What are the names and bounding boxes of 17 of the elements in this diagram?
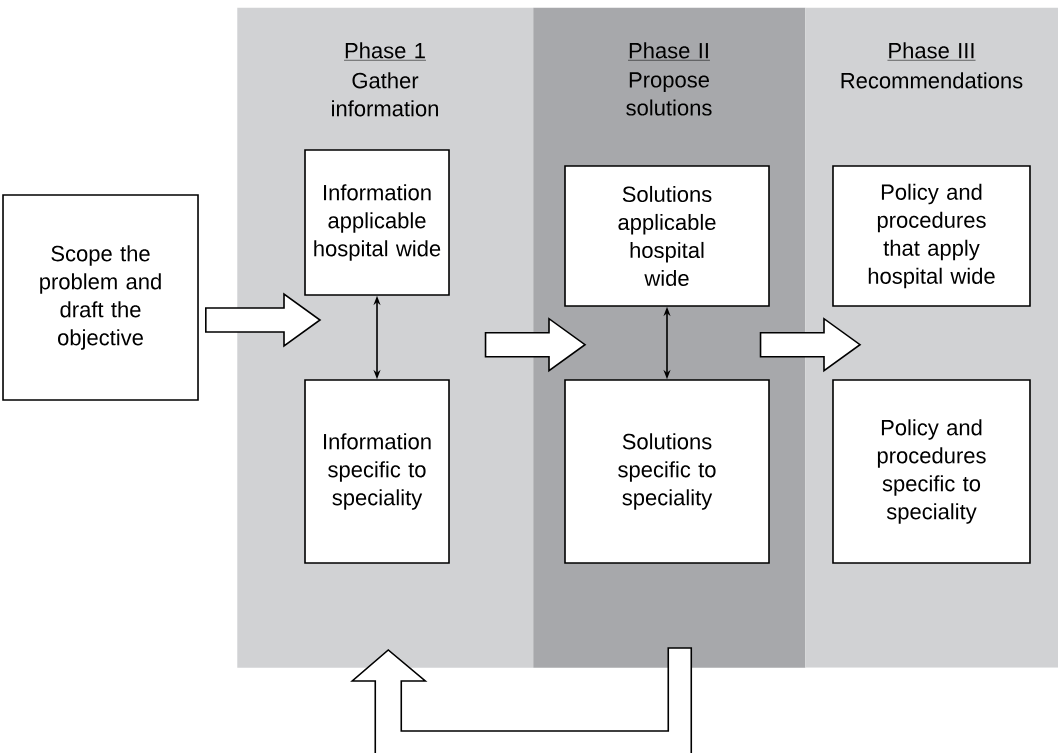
phase-heading: Phase 1: [343, 42, 427, 61]
process-box: Solutions specific to speciality: [564, 379, 770, 564]
block-arrow: [350, 647, 693, 753]
phase-title: Propose solutions: [626, 72, 712, 116]
phase-heading: Phase III: [887, 42, 976, 61]
block-arrow: [484, 317, 587, 373]
process-box: Information specific to speciality: [304, 379, 450, 564]
phase-heading: Phase II: [627, 42, 711, 61]
block-arrow: [759, 317, 862, 373]
process-box: Solutions applicable hospital wide: [564, 165, 770, 307]
process-box: Information applicable hospital wide: [304, 149, 450, 296]
process-box: Policy and procedures specific to speciality: [832, 379, 1031, 564]
phase-title: Recommendations: [841, 72, 1023, 89]
process-box: Scope the problem and draft the objective: [2, 194, 199, 401]
process-box: Policy and procedures that apply hospital wide: [832, 165, 1031, 307]
phase-title: Gather information: [332, 72, 438, 117]
block-arrow: [205, 292, 322, 348]
